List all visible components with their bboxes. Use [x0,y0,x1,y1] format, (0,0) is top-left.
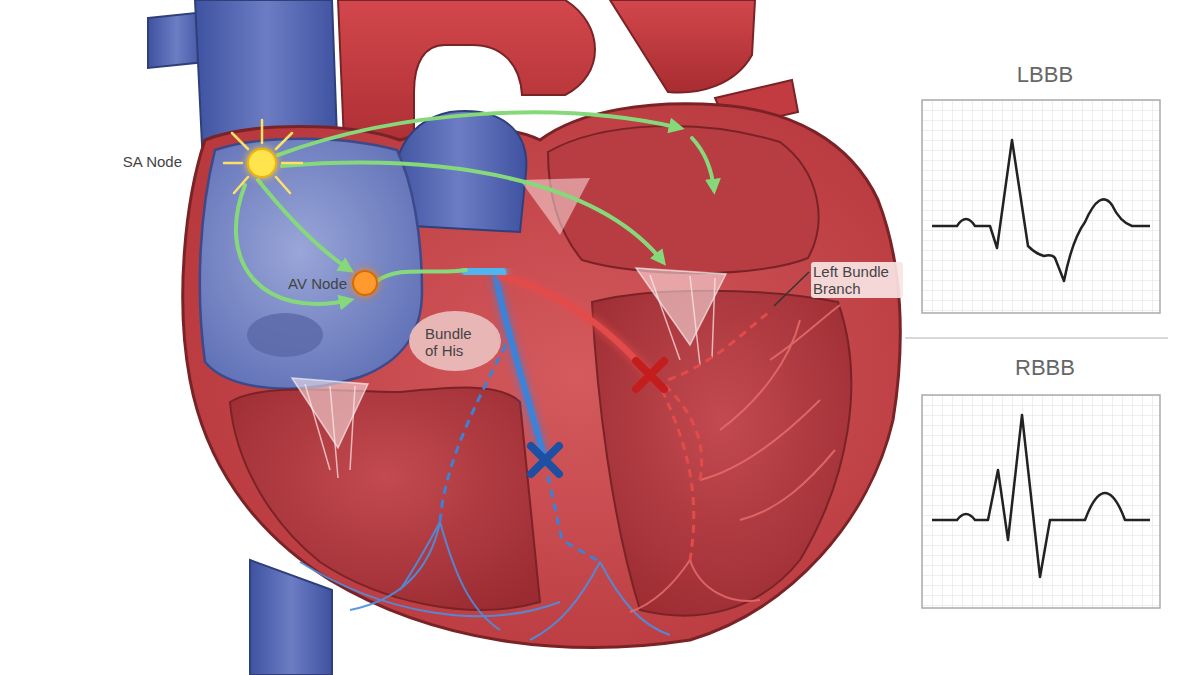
purkinje-fiber [700,400,820,480]
chordae [305,384,355,478]
fossa-ovalis [247,313,323,357]
aortic-valve [520,178,590,235]
sa-node [248,149,276,177]
part-label: SA Node [108,153,182,170]
part-label: Left Bundle Branch [811,262,903,298]
chordae [650,275,715,365]
purkinje-fiber [350,522,440,610]
right-atrium [200,139,422,389]
left-bundle-branch [500,276,650,375]
divider [905,337,1168,339]
purkinje-fiber [400,522,440,590]
left-atrium [548,126,819,273]
leader-line [774,272,809,306]
aortic-arch [610,0,755,93]
left-bundle-branch-blocked [665,385,702,480]
purkinje-fiber [720,320,800,430]
impulse-arrows [236,112,714,304]
purkinje-fiber [770,305,840,360]
right-bundle-branch [496,278,545,460]
ecg-trace [932,415,1150,577]
right-bundle-branch-blocked [548,476,600,562]
panel-heading: LBBB [918,60,1172,90]
sa-node-rays [224,120,302,193]
left-bundle-branch-blocked [662,390,694,560]
purkinje-fiber [530,562,600,640]
left-bundle-branch-blocked [668,310,772,380]
ecg-panel: LBBB [918,60,1172,318]
impulse-line [377,270,466,281]
impulse-arrow [692,138,714,190]
purkinje-fiber [300,562,560,616]
impulse-arrow [278,112,680,155]
impulse-arrow [258,180,350,270]
right-ventricle [230,388,540,610]
purkinje-fiber [630,560,690,612]
part-label: Bundle of His [425,325,483,359]
purkinje-fiber [740,450,835,520]
panel-heading: RBBB [918,353,1172,383]
purkinje-fiber [600,562,670,635]
ecg-grid [922,395,1160,608]
left-ventricle [592,291,851,616]
sa-node-ray [224,120,302,193]
part-label: AV Node [284,275,347,292]
block-mark [636,361,664,389]
impulse-arrow [282,163,663,262]
ecg-grid [922,100,1160,313]
ecg-trace [932,140,1150,281]
ecg-panel: RBBB [918,353,1172,611]
septum-patch [409,311,501,371]
inferior-vena-cava [250,560,332,675]
purkinje-fibers-right [300,522,670,640]
av-node [353,271,377,295]
right-bundle-branch-blocked [440,332,512,522]
block-mark [531,446,559,474]
bundle-of-his [468,270,500,273]
purkinje-fibers-left [630,305,840,612]
purkinje-fiber [440,522,500,630]
heart-wall [183,104,901,648]
impulse-arrow [236,185,350,304]
purkinje-fiber [690,560,760,601]
